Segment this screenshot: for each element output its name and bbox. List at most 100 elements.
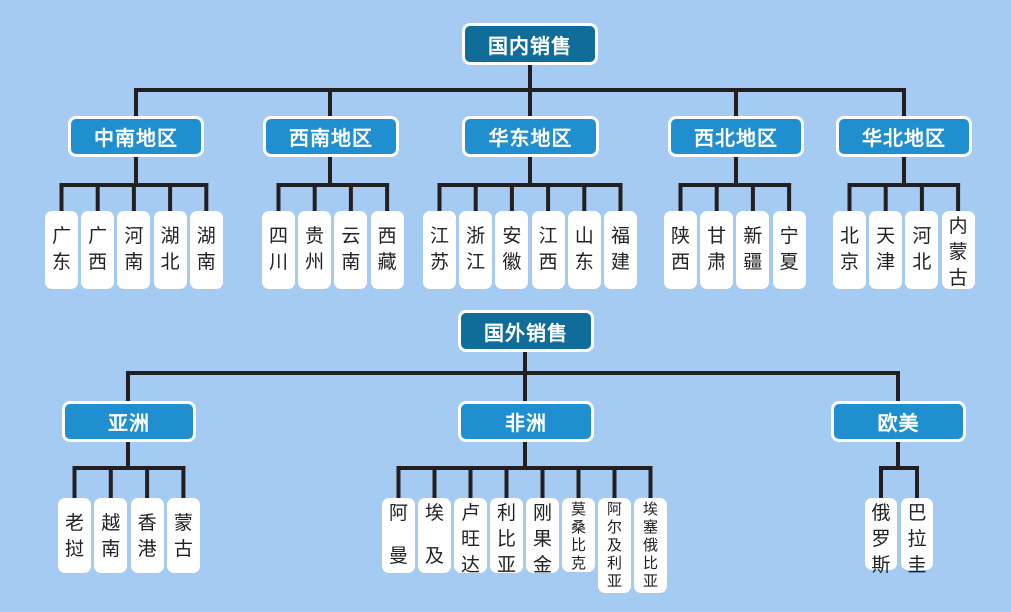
leaf-item: 山东: [567, 211, 601, 289]
leaf-char: 比: [642, 554, 658, 572]
leaf-char: 宁: [779, 225, 799, 247]
leaf-item: 陕西: [664, 211, 697, 289]
leaf-item: 河南: [117, 211, 151, 289]
leaf-item: 江西: [531, 211, 565, 289]
leaf-char: 老: [64, 512, 84, 534]
leaf-char: 东: [51, 251, 71, 273]
leaf-item: 埃塞俄比亚: [634, 498, 667, 593]
leaf-item: 巴拉圭: [901, 498, 933, 576]
leaf-item: 利比亚: [490, 498, 523, 576]
leaf-char: 津: [876, 251, 896, 273]
region-europe-america: 欧美: [831, 401, 966, 442]
region-label: 欧美: [877, 411, 920, 435]
leaf-char: 阿: [388, 502, 408, 524]
leaf-item: 新疆: [736, 211, 770, 289]
leaf-char: 天: [876, 225, 896, 247]
region-east: 华东地区: [462, 116, 599, 157]
leaf-char: 罗: [871, 528, 891, 550]
leaf-char: 安: [502, 225, 522, 247]
leaf-char: 金: [532, 554, 552, 576]
leaf-item: 江苏: [423, 211, 456, 289]
leaf-char: 亚: [606, 572, 622, 590]
leaf-char: 挝: [64, 538, 84, 560]
leaf-char: 南: [341, 251, 361, 273]
leaf-char: 亚: [496, 554, 516, 576]
leaf-char: 苏: [429, 251, 449, 273]
leaf-char: 斯: [871, 554, 891, 576]
leaf-char: 陕: [670, 225, 690, 247]
region-label: 华东地区: [488, 126, 573, 150]
leaf-char: 疆: [743, 251, 763, 273]
leaf-char: 古: [948, 267, 968, 289]
leaf-char: 藏: [377, 251, 397, 273]
leaf-char: 湖: [196, 225, 216, 247]
region-label: 西北地区: [694, 126, 778, 150]
leaf-item: 贵州: [298, 211, 332, 289]
leaf-char: 尔: [606, 518, 622, 536]
leaf-char: 浙: [466, 225, 486, 247]
leaf-item: 安徽: [495, 211, 529, 289]
leaf-char: 埃: [642, 500, 658, 518]
leaf-item: 湖南: [189, 211, 223, 289]
region-label: 中南地区: [94, 126, 178, 150]
leaf-item: 俄罗斯: [865, 498, 897, 576]
leaf-char: 亚: [642, 572, 658, 590]
leaf-char: 港: [137, 538, 157, 560]
leaf-char: 莫: [570, 500, 586, 518]
leaf-char: 东: [574, 251, 594, 273]
region-label: 亚洲: [108, 411, 150, 435]
region-asia: 亚洲: [62, 401, 196, 442]
leaf-char: 达: [460, 554, 480, 576]
leaf-item: 刚果金: [526, 498, 559, 576]
region-north: 华北地区: [836, 116, 972, 157]
leaf-char: 比: [570, 536, 586, 554]
leaf-item: 香港: [130, 498, 164, 573]
leaf-char: 内: [948, 215, 968, 237]
leaf-char: 蒙: [948, 241, 968, 263]
leaf-char: 贵: [305, 225, 325, 247]
leaf-char: 古: [173, 538, 193, 560]
leaf-char: 阿: [606, 500, 622, 518]
leaf-item: 宁夏: [772, 211, 806, 289]
leaf-char: 建: [610, 251, 630, 273]
leaf-char: 福: [610, 225, 630, 247]
leaf-char: 西: [377, 225, 397, 247]
leaf-item: 甘肃: [700, 211, 734, 289]
leaf-char: 果: [532, 528, 552, 550]
leaf-char: 卢: [460, 502, 480, 524]
leaf-item: 阿尔及利亚: [598, 498, 631, 593]
leaf-char: 比: [496, 528, 516, 550]
domestic-sales-root: 国内销售: [462, 23, 598, 65]
leaf-char: 克: [570, 554, 586, 572]
leaf-char: 川: [268, 251, 288, 273]
leaf-item: 天津: [869, 211, 903, 289]
leaf-char: 桑: [570, 518, 586, 536]
leaf-char: 塞: [642, 518, 658, 536]
leaf-char: 蒙: [173, 512, 193, 534]
region-label: 华北地区: [862, 126, 946, 150]
leaf-char: 河: [912, 225, 932, 247]
leaf-char: 南: [124, 251, 144, 273]
leaf-item: 四川: [262, 211, 295, 289]
foreign-sales-title: 国外销售: [484, 320, 568, 345]
region-label: 西南地区: [289, 126, 373, 150]
leaf-item: 阿曼: [382, 498, 415, 573]
leaf-char: 利: [606, 554, 622, 572]
leaf-char: 江: [538, 225, 558, 247]
region-southwest: 西南地区: [263, 116, 399, 157]
leaf-char: 云: [341, 225, 361, 247]
leaf-char: 江: [466, 251, 486, 273]
leaf-char: 越: [101, 512, 121, 534]
leaf-char: 北: [160, 251, 180, 273]
leaf-char: 西: [538, 251, 558, 273]
leaf-item: 北京: [833, 211, 866, 289]
leaf-item: 莫桑比克: [562, 498, 595, 572]
leaf-char: 广: [51, 225, 71, 247]
leaf-char: 新: [743, 225, 763, 247]
leaf-char: 刚: [532, 502, 552, 524]
leaf-char: 俄: [871, 502, 891, 524]
leaf-char: 南: [196, 251, 216, 273]
leaf-item: 福建: [604, 211, 637, 289]
leaf-char: 徽: [502, 251, 522, 273]
